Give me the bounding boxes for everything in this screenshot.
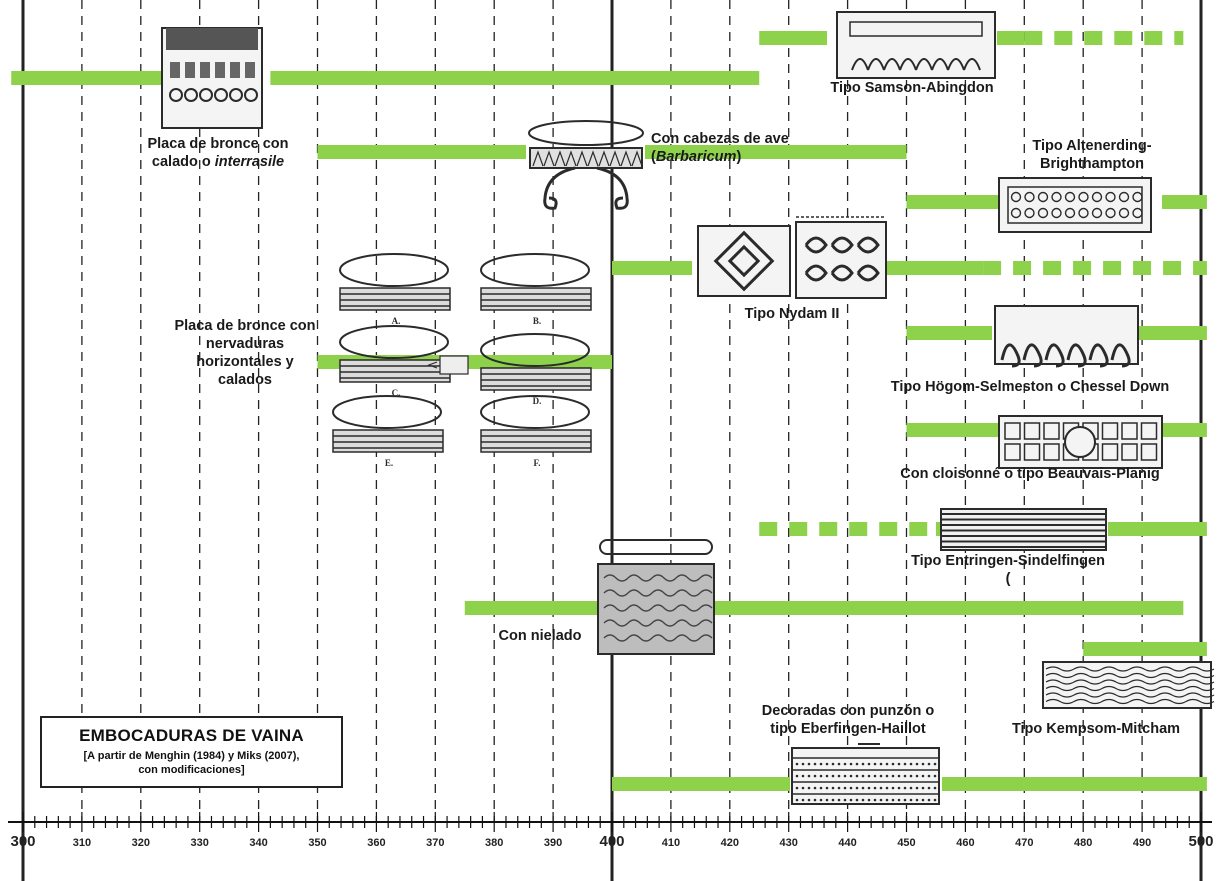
label-samson-abingdon: Tipo Samson-Abingdon xyxy=(830,80,993,96)
legend-subtitle: [A partir de Menghin (1984) y Miks (2007… xyxy=(42,749,341,777)
date-bar-entringen xyxy=(759,522,777,536)
ribbed-plate-0: A. xyxy=(340,254,450,326)
legend-subtitle-line1: [A partir de Menghin (1984) y Miks (2007… xyxy=(42,749,341,763)
tick-label-340: 340 xyxy=(249,837,267,849)
tick-label-490: 490 xyxy=(1133,837,1151,849)
date-bar-kempsom xyxy=(1083,642,1207,656)
bird-head-image xyxy=(529,121,643,208)
date-bar-placa-calado xyxy=(270,71,759,85)
tick-label-350: 350 xyxy=(308,837,326,849)
interlace-plate-left xyxy=(698,226,790,296)
tick-label-470: 470 xyxy=(1015,837,1033,849)
date-bar-samson-abingdon xyxy=(1144,31,1162,45)
date-bar-hogom xyxy=(907,326,993,340)
tick-label-450: 450 xyxy=(897,837,915,849)
tick-label-500: 500 xyxy=(1188,833,1213,850)
date-bar-nydam xyxy=(886,261,983,275)
date-bar-entringen xyxy=(879,522,897,536)
tick-label-430: 430 xyxy=(780,837,798,849)
tick-label-410: 410 xyxy=(662,837,680,849)
plate-letter: A. xyxy=(392,316,401,326)
label-hogom: Tipo Högom-Selmeston o Chessel Down xyxy=(891,379,1169,395)
label-cloisonne: Con cloisonné o tipo Beauvais-Planig xyxy=(900,466,1159,482)
ribbed-plate-4: E. xyxy=(333,396,443,468)
tick-label-310: 310 xyxy=(73,837,91,849)
date-bar-samson-abingdon xyxy=(1054,31,1072,45)
punched-image xyxy=(792,744,939,804)
legend-subtitle-line2: con modificaciones] xyxy=(42,763,341,777)
decorated-plate-image xyxy=(837,12,995,78)
ribbed-plate-2: C. xyxy=(340,326,450,398)
date-bar-nydam xyxy=(1103,261,1121,275)
tick-label-480: 480 xyxy=(1074,837,1092,849)
tick-label-390: 390 xyxy=(544,837,562,849)
ribbed-plate-5: F. xyxy=(481,396,591,468)
tick-label-360: 360 xyxy=(367,837,385,849)
legend-title: EMBOCADURAS DE VAINA xyxy=(42,726,341,746)
date-bar-samson-abingdon xyxy=(759,31,827,45)
date-bar-nydam xyxy=(1073,261,1091,275)
date-bar-nydam xyxy=(1013,261,1031,275)
date-bar-entringen xyxy=(909,522,927,536)
tick-label-370: 370 xyxy=(426,837,444,849)
plate-letter: D. xyxy=(533,396,542,406)
plate-letter: B. xyxy=(533,316,541,326)
date-bar-samson-abingdon xyxy=(1084,31,1102,45)
niello-image xyxy=(598,540,714,654)
tick-label-420: 420 xyxy=(721,837,739,849)
date-bar-eberfingen xyxy=(612,777,790,791)
date-bar-samson-abingdon xyxy=(1024,31,1042,45)
date-bar-nielado xyxy=(465,601,597,615)
date-bar-nydam xyxy=(1193,261,1207,275)
tick-label-320: 320 xyxy=(132,837,150,849)
tick-label-380: 380 xyxy=(485,837,503,849)
date-bar-nydam xyxy=(612,261,692,275)
grooved-image xyxy=(941,509,1106,550)
date-bar-nydam xyxy=(1163,261,1181,275)
tick-label-400: 400 xyxy=(599,833,624,850)
plate-letter: F. xyxy=(534,458,541,468)
date-bar-entringen xyxy=(1108,522,1207,536)
date-bar-eberfingen xyxy=(942,777,1207,791)
cloisonne-image xyxy=(999,416,1162,468)
tick-label-330: 330 xyxy=(191,837,209,849)
date-bar-entringen xyxy=(819,522,837,536)
date-bar-nydam xyxy=(1133,261,1151,275)
openwork-plate-image xyxy=(162,28,262,128)
date-bar-altenerding xyxy=(1162,195,1207,209)
date-bar-cabezas-ave xyxy=(318,145,527,159)
date-bar-entringen xyxy=(849,522,867,536)
label-nydam: Tipo Nydam II xyxy=(745,306,840,322)
date-bar-placa-calado xyxy=(11,71,170,85)
interlace-plate-right xyxy=(796,222,886,298)
date-bar-nydam xyxy=(1043,261,1061,275)
date-bar-cloisonne xyxy=(1162,423,1207,437)
label-entringen: Tipo Entringen-Sindelfingen( xyxy=(911,553,1105,587)
label-altenerding: Tipo Altenerding-Brighthampton xyxy=(1032,138,1151,172)
date-bar-samson-abingdon xyxy=(1174,31,1183,45)
date-bar-nydam xyxy=(983,261,1001,275)
label-nielado: Con nielado xyxy=(499,628,582,644)
date-bar-nielado xyxy=(714,601,1183,615)
date-bar-samson-abingdon xyxy=(997,31,1024,45)
animal-style-image xyxy=(995,306,1138,366)
spiral-plate-image xyxy=(999,178,1151,232)
plate-letter: E. xyxy=(385,458,393,468)
tick-label-440: 440 xyxy=(838,837,856,849)
label-kempsom: Tipo Kempsom-Mitcham xyxy=(1012,721,1180,737)
wavy-lines-image xyxy=(1043,662,1214,708)
tick-label-460: 460 xyxy=(956,837,974,849)
date-bar-hogom xyxy=(1138,326,1207,340)
tick-label-300: 300 xyxy=(10,833,35,850)
ribbed-plate-1: B. xyxy=(481,254,591,326)
date-bar-cloisonne xyxy=(907,423,999,437)
date-bar-entringen xyxy=(789,522,807,536)
date-bar-samson-abingdon xyxy=(1114,31,1132,45)
date-bar-altenerding xyxy=(907,195,999,209)
legend-box: EMBOCADURAS DE VAINA [A partir de Menghi… xyxy=(40,716,343,788)
